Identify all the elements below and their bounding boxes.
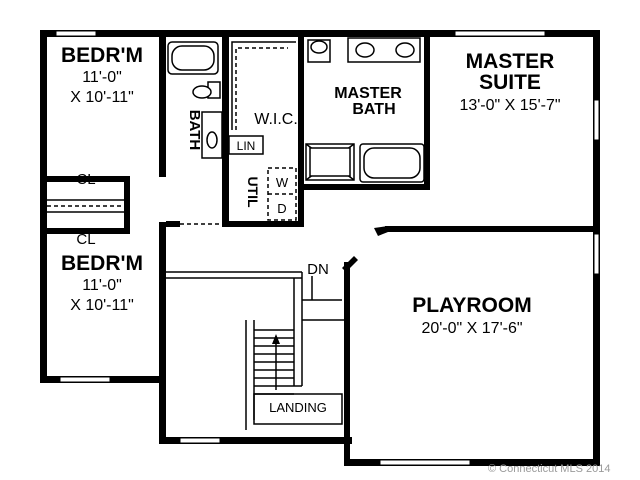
master-suite-name1: MASTER — [466, 50, 555, 73]
room-labels: BEDR'M 11'-0" X 10'-11" BEDR'M 11'-0" X … — [61, 44, 561, 415]
closet-top-name: CL — [76, 171, 95, 188]
master-suite-dim: 13'-0" X 15'-7" — [459, 97, 560, 114]
washer-dryer — [267, 167, 297, 221]
master-suite-name2: SUITE — [479, 71, 541, 94]
interior-walls — [40, 37, 600, 382]
master-bath-fixtures — [305, 37, 425, 183]
bath-fixtures — [167, 41, 223, 159]
closet-bottom-name: CL — [76, 231, 95, 248]
bedroom-bottom-name: BEDR'M — [61, 252, 143, 275]
bedroom-top-name: BEDR'M — [61, 44, 143, 67]
utility-name: UTIL — [245, 176, 261, 208]
bedroom-top-dim2: X 10'-11" — [70, 89, 134, 106]
dryer-name: D — [277, 201, 286, 216]
bedroom-top-dim1: 11'-0" — [82, 69, 122, 86]
copyright-text: © Connecticut MLS 2014 — [488, 463, 611, 475]
windows — [55, 30, 600, 466]
stairs-down-label: DN — [307, 261, 329, 278]
bedroom-bottom-dim1: 11'-0" — [82, 277, 122, 294]
master-bath-name1: MASTER — [334, 85, 402, 102]
bedroom-bottom-dim2: X 10'-11" — [70, 297, 134, 314]
master-bath-name2: BATH — [352, 101, 395, 118]
playroom-name: PLAYROOM — [412, 294, 531, 317]
staircase — [166, 271, 344, 430]
linen-name: LIN — [237, 139, 256, 153]
closet-shelves — [160, 41, 296, 173]
landing-label: LANDING — [269, 400, 327, 415]
playroom-dim: 20'-0" X 17'-6" — [421, 320, 522, 337]
linen-closet — [228, 135, 264, 155]
bath-name: BATH — [186, 110, 203, 151]
washer-name: W — [276, 175, 289, 190]
wic-name: W.I.C. — [254, 111, 298, 128]
bedroom-closets — [47, 199, 124, 213]
